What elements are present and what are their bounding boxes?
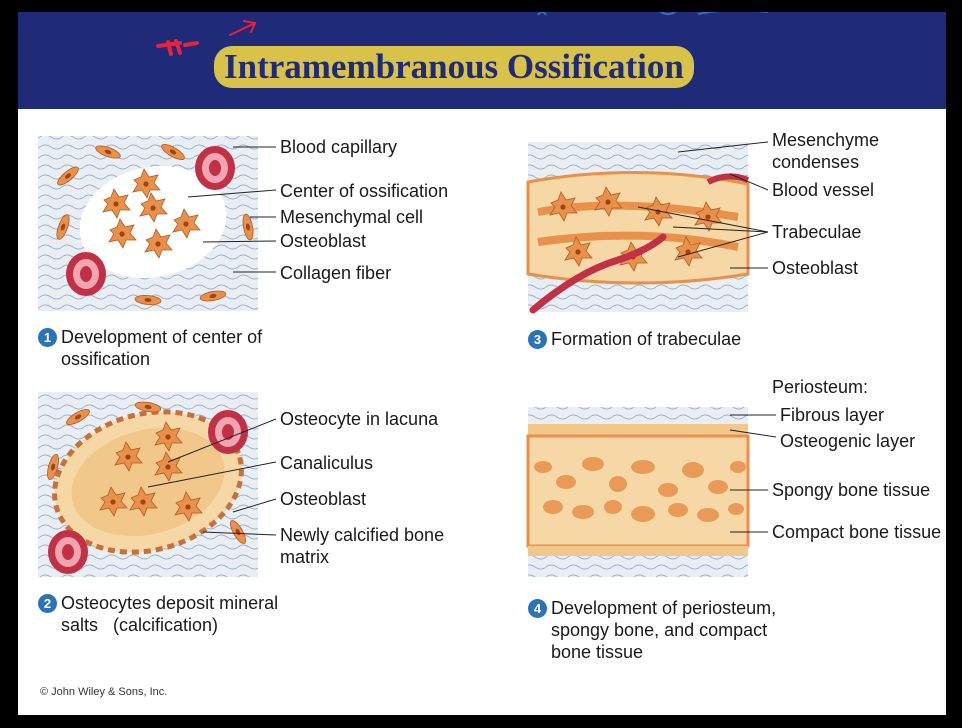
label-osteoblast-3: Osteoblast [772,257,858,279]
slide: Intramembranous Ossification [18,12,946,715]
label-fibrous-layer: Fibrous layer [780,404,884,426]
label-newly-calcified-bone-matrix: Newly calcified bone matrix [280,524,450,568]
caption-step-2: Osteocytes deposit mineral salts (calcif… [61,592,291,636]
caption-step-3: Formation of trabeculae [551,328,811,350]
panel-3-illustration [528,142,748,312]
label-osteoblast-1: Osteoblast [280,230,366,252]
label-center-of-ossification: Center of ossification [280,180,448,202]
caption-step-4: Development of periosteum, spongy bone, … [551,597,791,663]
label-mesenchymal-cell: Mesenchymal cell [280,206,423,228]
label-blood-capillary: Blood capillary [280,136,397,158]
label-compact-bone-tissue: Compact bone tissue [772,521,941,543]
label-osteogenic-layer: Osteogenic layer [780,430,915,452]
label-osteoblast-2: Osteoblast [280,488,366,510]
label-mesenchyme-condenses: Mesenchyme condenses [772,129,902,173]
step-number-1: 1 [38,328,57,347]
label-spongy-bone-tissue: Spongy bone tissue [772,479,930,501]
label-osteocyte-in-lacuna: Osteocyte in lacuna [280,408,438,430]
label-trabeculae: Trabeculae [772,221,861,243]
label-collagen-fiber: Collagen fiber [280,262,391,284]
step-number-2: 2 [38,594,57,613]
panel-2-illustration [38,392,258,577]
label-blood-vessel: Blood vessel [772,179,874,201]
step-number-3: 3 [528,330,547,349]
copyright-notice: © John Wiley & Sons, Inc. [40,686,167,698]
panel-1-illustration [38,136,258,311]
panel-4-illustration [528,407,748,577]
caption-step-1: Development of center of ossification [61,326,291,370]
step-number-4: 4 [528,599,547,618]
label-periosteum: Periosteum: [772,376,868,398]
label-canaliculus: Canaliculus [280,452,373,474]
